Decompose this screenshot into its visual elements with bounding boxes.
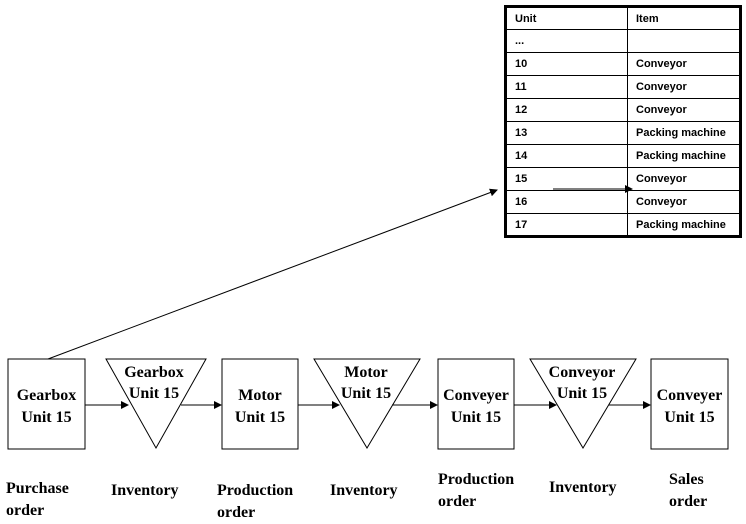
stage-3-label-line-1: Production [217,482,294,499]
stage-5-line-2: Unit 15 [451,409,501,426]
stage-5-label-line-1: Production [438,471,515,488]
stage-6-label: Inventory [549,477,617,499]
stage-4-label-line-1: Inventory [330,482,398,499]
item-cell: Packing machine [627,213,741,237]
item-cell: Conveyor [627,52,741,76]
conveyor-inventory-triangle [529,358,637,449]
table-row: 13 Packing machine [505,121,741,145]
item-cell: Conveyor [627,190,741,214]
stage-7-line-2: Unit 15 [664,409,714,426]
stage-4-line-1: Motor [344,364,388,381]
stage-5-label-line-2: order [438,493,477,510]
stage-1-label-line-2: order [6,502,45,519]
table-header-row: Unit Item [505,6,741,30]
stage-6-line-1: Conveyor [549,364,616,381]
table-row: 16 Conveyor [505,190,741,214]
stage-3-line-2: Unit 15 [235,409,285,426]
stage-2-line-2: Unit 15 [129,385,179,402]
item-cell: Conveyor [627,167,741,191]
unit-cell: 17 [505,213,628,237]
table-row: 17 Packing machine [505,213,741,237]
stage-1-label: Purchase order [6,478,69,522]
gearbox-purchase-box [7,358,86,450]
unit-cell: 13 [505,121,628,145]
table-row: 14 Packing machine [505,144,741,168]
item-cell: Packing machine [627,144,741,168]
item-cell [627,29,741,53]
table-row: 11 Conveyor [505,75,741,99]
unit-cell: 16 [505,190,628,214]
item-cell: Conveyor [627,98,741,122]
gearbox-inventory-triangle [105,358,207,450]
motor-production-box [221,358,299,450]
table-row: ... [505,29,741,53]
trace-link-arrow [47,188,498,360]
stage-2-line-1: Gearbox [124,364,184,381]
stage-7-line-1: Conveyer [657,387,723,404]
stage-1-line-2: Unit 15 [21,409,71,426]
stage-2-label: Inventory [111,480,179,502]
table-row: 15 Conveyor [505,167,741,191]
table-row: 10 Conveyor [505,52,741,76]
unit-cell: 11 [505,75,628,99]
stage-3-line-1: Motor [238,387,282,404]
stage-3-label-line-2: order [217,504,256,521]
table-row: 12 Conveyor [505,98,741,122]
unit-cell: 14 [505,144,628,168]
motor-inventory-triangle [313,358,421,449]
item-cell: Conveyor [627,75,741,99]
conveyer-sales-box [650,358,729,450]
stage-6-line-2: Unit 15 [557,385,607,402]
stage-1-line-1: Gearbox [17,387,77,404]
stage-6-label-line-1: Inventory [549,479,617,496]
stage-5-label: Production order [438,469,514,513]
stage-7-label: Sales order [669,469,707,513]
item-cell: Packing machine [627,121,741,145]
stage-7-label-line-2: order [669,493,708,510]
stage-3-label: Production order [217,480,293,524]
stage-4-label: Inventory [330,480,398,502]
stage-5-line-1: Conveyer [443,387,509,404]
stage-7-label-line-1: Sales [669,471,704,488]
conveyer-production-box [437,358,515,450]
stage-4-line-2: Unit 15 [341,385,391,402]
header-item: Item [627,6,741,30]
unit-item-table: Unit Item ... 10 Conveyor 11 Conveyor 12… [504,5,742,238]
stage-1-label-line-1: Purchase [6,480,69,497]
stage-2-label-line-1: Inventory [111,482,179,499]
